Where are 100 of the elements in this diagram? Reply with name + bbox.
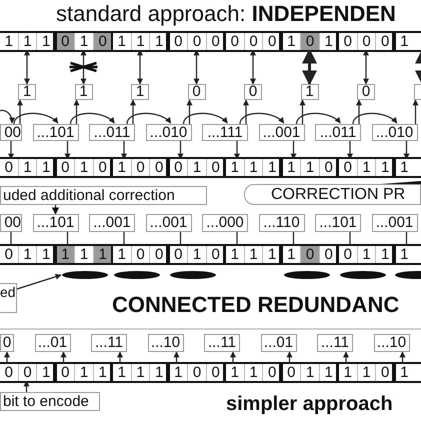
- bit-cell-text: 0: [266, 33, 278, 50]
- arrow: [16, 274, 62, 290]
- bit-cell: 1: [358, 159, 376, 176]
- arrow: [230, 351, 236, 364]
- bit-group: [113, 33, 166, 50]
- bit-cell-text: 1: [399, 246, 410, 263]
- value-box: ...000: [202, 214, 248, 232]
- bit-group: [170, 159, 222, 176]
- bit-group: [170, 246, 222, 263]
- arrow: [117, 351, 123, 364]
- connector-line: [236, 232, 238, 246]
- value-box: 0: [357, 84, 375, 100]
- arrow: [243, 99, 249, 124]
- bit-cell: 1: [188, 246, 207, 263]
- value-box: 1: [131, 84, 149, 100]
- value-box: ...11: [91, 334, 127, 352]
- arrow: [80, 49, 86, 85]
- bit-cell-text: 1: [323, 364, 334, 381]
- value-box: 0: [0, 334, 14, 352]
- bit-cell: 1: [132, 364, 150, 381]
- arrow: [182, 112, 228, 124]
- bit-cell-text: 1: [323, 33, 334, 50]
- bit-cell: 1: [301, 364, 320, 381]
- bit-cell: 1: [56, 246, 76, 263]
- bit-cell: 0: [94, 33, 112, 50]
- bit-cell: 1: [358, 246, 376, 263]
- bit-cell: 1: [358, 364, 376, 381]
- bit-group: [113, 159, 166, 176]
- arrow: [174, 351, 180, 364]
- arrow: [290, 141, 296, 160]
- bit-group: [339, 159, 392, 176]
- value-box: ...010: [372, 124, 418, 141]
- bit-cell-text: 0: [380, 364, 390, 381]
- bit-cell: 0: [226, 33, 245, 50]
- bit-cell: 1: [94, 246, 112, 263]
- bit-cell-text: 0: [266, 364, 278, 381]
- arrow: [121, 141, 127, 160]
- ellipse-mark: [170, 271, 216, 279]
- bit-cell: 1: [170, 364, 188, 381]
- bit-group: [282, 159, 336, 176]
- bit-cell-text: 1: [40, 246, 52, 263]
- bit-group: [0, 364, 53, 381]
- bit-cell: 1: [244, 364, 264, 381]
- bit-cell-text: 0: [210, 33, 221, 50]
- bit-cell-text: 1: [399, 33, 410, 50]
- bit-cell-text: 0: [154, 159, 164, 176]
- arrow: [400, 351, 406, 364]
- bit-cell-text: 1: [399, 159, 410, 176]
- bit-cell: 1: [244, 159, 264, 176]
- connector-line: [349, 232, 351, 246]
- bit-cell: 0: [301, 246, 320, 263]
- arrow: [186, 99, 192, 124]
- connector-line: [123, 232, 125, 246]
- connector-line: [292, 232, 294, 246]
- arrow: [296, 112, 341, 124]
- bit-cell: 1: [226, 364, 245, 381]
- bit-cell-text: 0: [323, 159, 334, 176]
- value-box: 1: [74, 84, 92, 100]
- bit-group: [56, 159, 110, 176]
- arrow: [286, 351, 292, 364]
- bit-cell: 1: [113, 159, 132, 176]
- value-box: ...001: [372, 214, 418, 232]
- arrow: [412, 99, 418, 124]
- arrow: [343, 351, 349, 364]
- bit-cell-text: 0: [210, 364, 221, 381]
- bit-cell: 1: [244, 246, 264, 263]
- arrow: [0, 110, 15, 124]
- arrow: [52, 205, 60, 215]
- bit-cell-text: 1: [40, 364, 52, 381]
- bit-group: [56, 364, 110, 381]
- bit-group: [0, 33, 53, 50]
- value-box: ...101: [315, 214, 361, 232]
- bit-cell: 0: [244, 33, 264, 50]
- arrow: [24, 49, 30, 85]
- bit-cell: 1: [18, 33, 38, 50]
- arrow: [74, 99, 80, 124]
- bit-cell: 1: [132, 33, 150, 50]
- arrow: [302, 48, 317, 86]
- note-box: CORRECTION PR: [244, 184, 421, 205]
- bit-cell: 0: [0, 364, 19, 381]
- connector-line: [406, 232, 408, 246]
- bit-cell: 1: [113, 246, 132, 263]
- bit-group: [226, 364, 279, 381]
- ellipse-mark: [62, 271, 108, 279]
- bit-cell: 1: [188, 159, 207, 176]
- value-box: ...001: [258, 124, 304, 141]
- bit-group: [56, 246, 110, 263]
- title: standard approach: INDEPENDEN: [56, 1, 396, 27]
- bit-cell: 0: [56, 364, 76, 381]
- value-box: 1: [18, 84, 36, 100]
- value-box: ...01: [34, 334, 70, 352]
- connector-line: [66, 232, 68, 246]
- bit-cell: 0: [56, 159, 76, 176]
- value-box: 1: [300, 84, 318, 100]
- bit-cell: 0: [188, 33, 207, 50]
- bit-cell-text: 0: [380, 33, 390, 50]
- section-heading: CONNECTED REDUNDANC: [112, 292, 400, 318]
- bit-group: [113, 364, 166, 381]
- bit-group: [282, 364, 336, 381]
- bit-cell: 0: [0, 246, 19, 263]
